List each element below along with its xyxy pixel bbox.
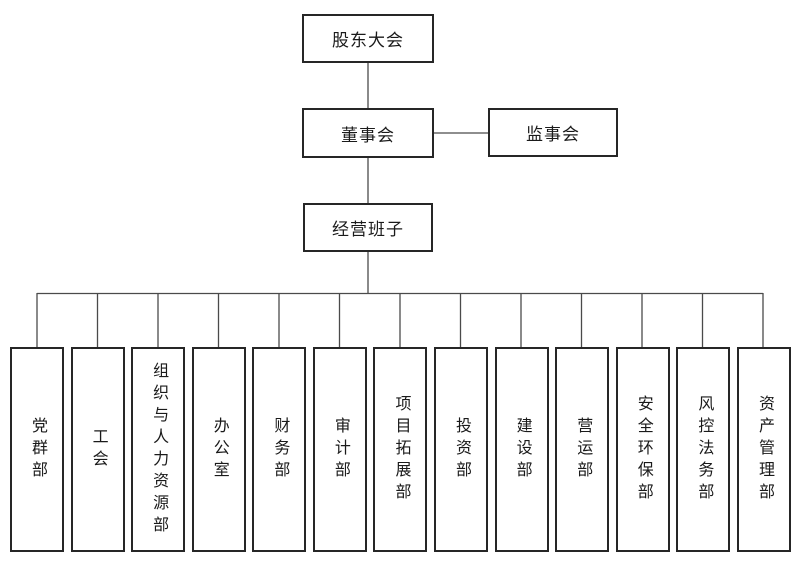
dept-label: 党群部 <box>29 416 46 483</box>
dept-label: 安全环保部 <box>634 394 652 505</box>
dept-operations: 营运部 <box>555 347 610 552</box>
dept-label: 工会 <box>89 427 107 472</box>
dept-label: 风控法务部 <box>695 394 713 505</box>
dept-label: 投资部 <box>453 416 471 483</box>
dept-label: 办公室 <box>210 416 228 483</box>
dept-audit: 审计部 <box>312 347 367 552</box>
dept-label: 审计部 <box>331 416 349 483</box>
dept-safety-environment: 安全环保部 <box>615 347 670 552</box>
dept-risk-control-legal: 风控法务部 <box>676 347 731 552</box>
dept-label: 资产管理部 <box>755 394 773 505</box>
dept-general-office: 办公室 <box>191 347 246 552</box>
dept-label: 建设部 <box>513 416 531 483</box>
dept-finance: 财务部 <box>252 347 307 552</box>
node-shareholders-meeting: 股东大会 <box>302 14 434 63</box>
dept-labor-union: 工会 <box>70 347 125 552</box>
node-management-team: 经营班子 <box>303 203 433 252</box>
department-row: 党群部 工会 组织与人力资源部 办公室 财务部 审计部 项目拓展部 投资部 建设… <box>10 347 791 552</box>
dept-organization-hr: 组织与人力资源部 <box>131 347 186 552</box>
dept-construction: 建设部 <box>494 347 549 552</box>
dept-label: 营运部 <box>574 416 592 483</box>
dept-label: 组织与人力资源部 <box>150 361 168 538</box>
dept-investment: 投资部 <box>434 347 489 552</box>
dept-party-mass: 党群部 <box>10 347 64 552</box>
dept-asset-management: 资产管理部 <box>736 347 791 552</box>
node-supervisory-board: 监事会 <box>488 108 618 157</box>
dept-project-expansion: 项目拓展部 <box>373 347 428 552</box>
node-board-of-directors: 董事会 <box>302 108 434 158</box>
dept-label: 项目拓展部 <box>392 394 410 505</box>
dept-label: 财务部 <box>271 416 289 483</box>
